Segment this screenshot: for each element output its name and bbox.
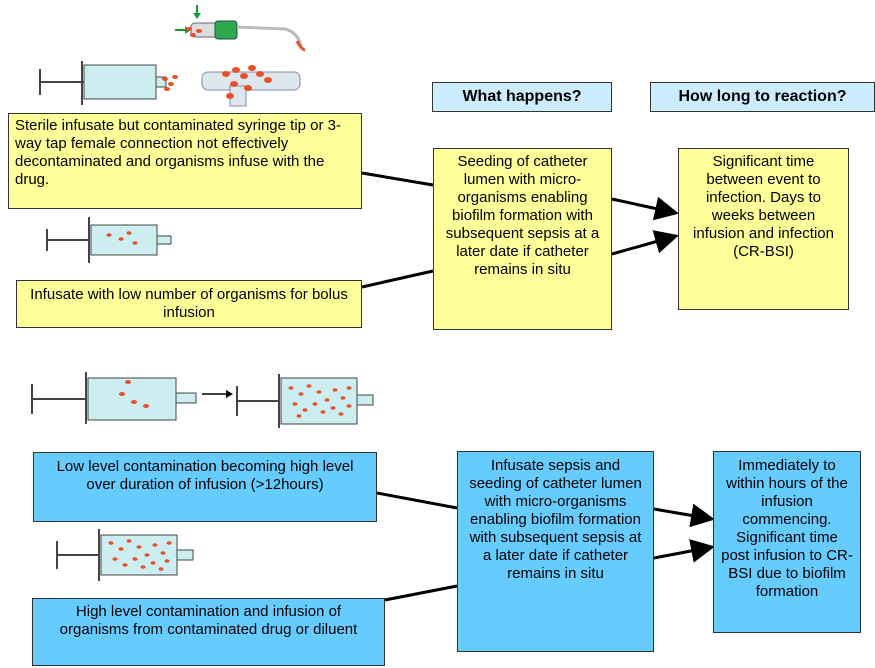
syringe-low-organisms-illustration [46,217,172,263]
syringe-full-organisms-illustration [56,529,194,581]
syringe-with-organisms-tip-illustration [39,61,178,105]
connector-high-level-to-infusate [384,584,458,602]
box-significant-time: Significant time between event to infect… [678,148,849,310]
header-what-happens: What happens? [432,82,612,112]
arrow-infusate-to-immediate-1 [653,503,715,528]
arrow-seeding-to-time-2 [611,230,679,256]
header-how-long: How long to reaction? [650,82,875,112]
connector-sterile-to-seeding [361,171,434,187]
syringe-high-level-illustration [236,374,374,428]
box-infusate-sepsis: Infusate sepsis and seeding of catheter … [457,451,654,652]
box-high-level-contamination: High level contamination and infusion of… [32,598,385,666]
iv-connector-illustration [175,5,306,52]
box-seeding-catheter: Seeding of catheter lumen with micro-org… [433,148,612,330]
box-low-to-high-contamination: Low level contamination becoming high le… [33,452,377,522]
arrow-seeding-to-time-1 [611,196,679,221]
connector-bolus-to-seeding [361,269,434,289]
arrow-infusate-to-immediate-2 [653,539,715,563]
connector-low-high-to-infusate [376,491,458,510]
syringe-low-level-illustration [31,372,197,424]
box-low-organisms-bolus: Infusate with low number of organisms fo… [16,280,362,328]
box-sterile-contaminated-tip: Sterile infusate but contaminated syring… [8,113,362,209]
right-arrow-icon [202,390,233,398]
three-way-tap-illustration [201,65,301,107]
box-immediately: Immediately to within hours of the infus… [713,451,861,633]
